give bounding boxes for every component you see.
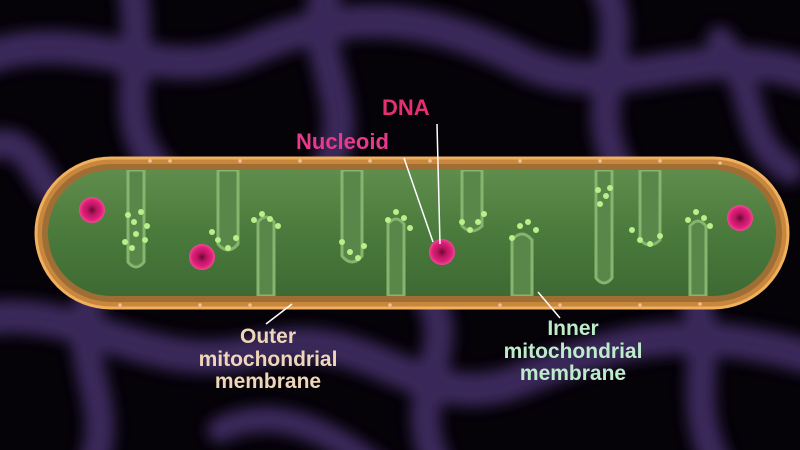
- inner-membrane-label-line-1: Inner: [478, 318, 668, 341]
- outer-membrane-label-line-1: Outer: [178, 326, 358, 349]
- nucleoid-3: [429, 239, 455, 265]
- nucleoid-1: [79, 197, 105, 223]
- dna-label: DNA: [382, 96, 430, 120]
- nucleoid-4: [727, 205, 753, 231]
- inner-membrane-label: Inner mitochondrial membrane: [478, 318, 668, 386]
- inner-membrane-label-line-3: membrane: [478, 363, 668, 386]
- mitochondrial-matrix: [48, 170, 776, 296]
- nucleoid-label: Nucleoid: [296, 130, 389, 154]
- outer-membrane-label-line-2: mitochondrial: [178, 349, 358, 372]
- nucleoid-2: [189, 244, 215, 270]
- outer-membrane-label: Outer mitochondrial membrane: [178, 326, 358, 394]
- outer-membrane-label-line-3: membrane: [178, 371, 358, 394]
- inner-membrane-label-line-2: mitochondrial: [478, 341, 668, 364]
